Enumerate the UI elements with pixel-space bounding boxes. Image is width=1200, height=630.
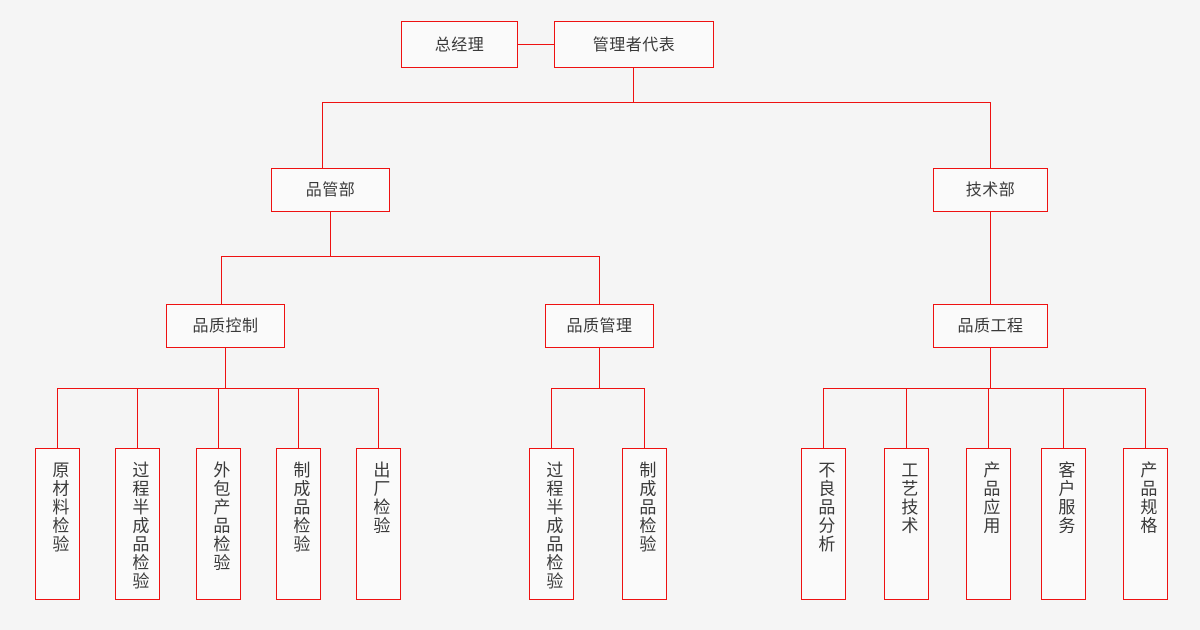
connector-drop-qe-leaf-5	[1145, 388, 1146, 448]
connector-drop-qm-leaf-1	[551, 388, 552, 448]
connector-drop-quality-control	[221, 256, 222, 304]
connector-qcdept-trunk	[330, 212, 331, 256]
leaf-finished-product-inspection[interactable]: 制成品检验	[276, 448, 321, 600]
connector-drop-qe-leaf-3	[988, 388, 989, 448]
connector-drop-tech-department	[990, 102, 991, 168]
leaf-qm-finished-product-inspection[interactable]: 制成品检验	[622, 448, 667, 600]
node-label: 外包产品检验	[209, 461, 230, 572]
connector-drop-qc-leaf-5	[378, 388, 379, 448]
leaf-customer-service[interactable]: 客户服务	[1041, 448, 1086, 600]
connector-drop-qe-leaf-2	[906, 388, 907, 448]
node-label: 客户服务	[1054, 461, 1075, 535]
connector-quality-management-bus	[551, 388, 645, 389]
node-label: 出厂检验	[369, 461, 390, 535]
node-label: 过程半成品检验	[542, 461, 563, 591]
node-quality-control[interactable]: 品质控制	[166, 304, 285, 348]
node-label: 技术部	[965, 180, 1016, 200]
leaf-product-application[interactable]: 产品应用	[966, 448, 1011, 600]
leaf-product-specification[interactable]: 产品规格	[1123, 448, 1168, 600]
connector-quality-control-trunk	[225, 348, 226, 388]
node-label: 过程半成品检验	[128, 461, 149, 591]
node-management-representative[interactable]: 管理者代表	[554, 21, 714, 68]
node-label: 管理者代表	[592, 34, 676, 54]
node-label: 制成品检验	[635, 461, 656, 554]
node-label: 制成品检验	[289, 461, 310, 554]
connector-drop-quality-management	[599, 256, 600, 304]
connector-drop-qc-department	[322, 102, 323, 168]
node-label: 品管部	[305, 180, 356, 200]
connector-mgmtrep-trunk	[633, 68, 634, 103]
connector-gm-to-mgmtrep	[518, 44, 554, 45]
node-label: 总经理	[434, 34, 485, 54]
node-label: 产品应用	[979, 461, 1000, 535]
node-label: 产品规格	[1136, 461, 1157, 535]
connector-quality-engineering-bus	[823, 388, 1146, 389]
leaf-raw-material-inspection[interactable]: 原材料检验	[35, 448, 80, 600]
node-label: 工艺技术	[897, 461, 918, 535]
leaf-outsourced-product-inspection[interactable]: 外包产品检验	[196, 448, 241, 600]
node-label: 不良品分析	[814, 461, 835, 554]
node-label: 品质控制	[192, 316, 259, 336]
connector-drop-qc-leaf-2	[137, 388, 138, 448]
node-label: 原材料检验	[48, 461, 69, 554]
connector-techdept-to-quality-engineering	[990, 212, 991, 304]
leaf-process-semifinished-inspection[interactable]: 过程半成品检验	[115, 448, 160, 600]
connector-drop-qc-leaf-3	[218, 388, 219, 448]
leaf-process-technology[interactable]: 工艺技术	[884, 448, 929, 600]
connector-level2-bus	[322, 102, 991, 103]
node-qc-department[interactable]: 品管部	[271, 168, 390, 212]
connector-drop-qm-leaf-2	[644, 388, 645, 448]
node-label: 品质管理	[566, 316, 633, 336]
connector-drop-qe-leaf-1	[823, 388, 824, 448]
connector-drop-qc-leaf-1	[57, 388, 58, 448]
connector-quality-management-trunk	[599, 348, 600, 388]
connector-drop-qe-leaf-4	[1063, 388, 1064, 448]
node-quality-management[interactable]: 品质管理	[545, 304, 654, 348]
leaf-defect-analysis[interactable]: 不良品分析	[801, 448, 846, 600]
leaf-outgoing-inspection[interactable]: 出厂检验	[356, 448, 401, 600]
node-label: 品质工程	[957, 316, 1024, 336]
node-tech-department[interactable]: 技术部	[933, 168, 1048, 212]
connector-drop-qc-leaf-4	[298, 388, 299, 448]
node-quality-engineering[interactable]: 品质工程	[933, 304, 1048, 348]
node-general-manager[interactable]: 总经理	[401, 21, 518, 68]
connector-quality-engineering-trunk	[990, 348, 991, 388]
leaf-qm-process-semifinished-inspection[interactable]: 过程半成品检验	[529, 448, 574, 600]
connector-qcdept-bus	[221, 256, 600, 257]
